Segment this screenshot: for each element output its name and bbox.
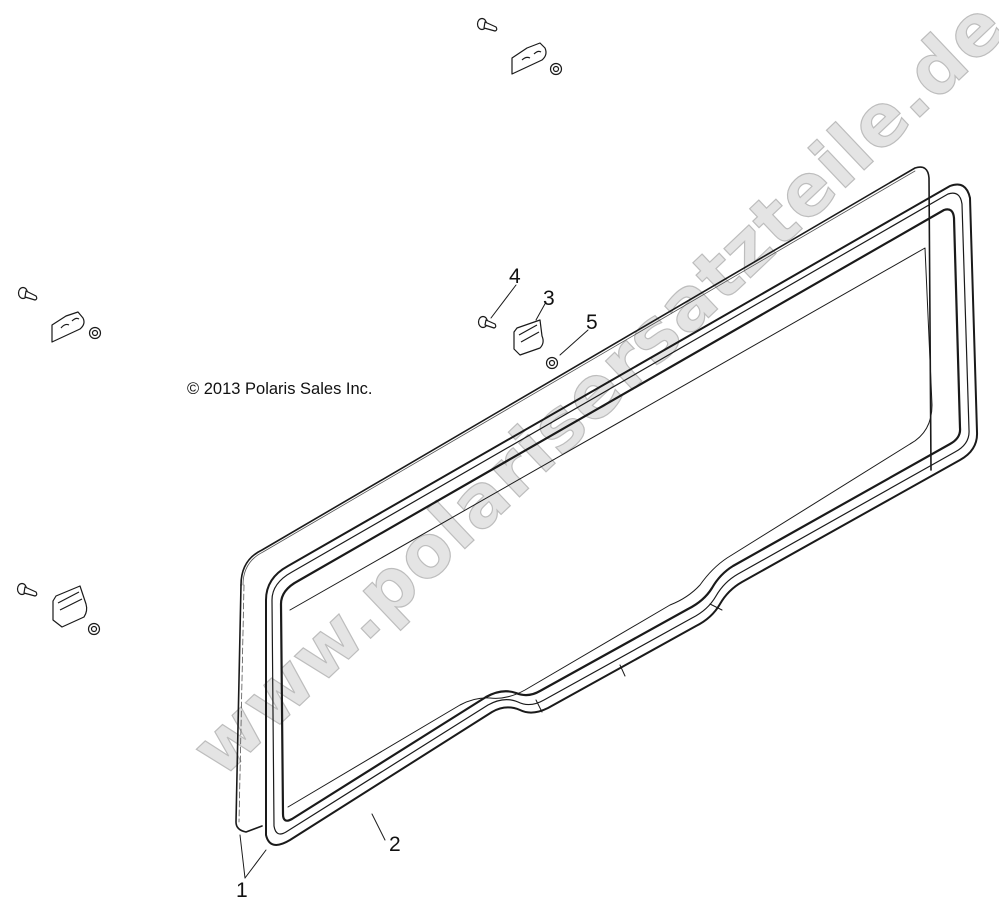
clip-bracket-icon — [511, 42, 547, 75]
screw-icon — [17, 286, 38, 301]
clip-bracket-icon — [51, 311, 85, 343]
screw-icon — [16, 582, 38, 597]
nut-icon — [87, 622, 101, 636]
hardware-set-left-lower — [16, 582, 101, 636]
clip-bracket-icon — [52, 585, 88, 628]
callout-2: 2 — [389, 833, 401, 856]
hardware-set-top — [476, 17, 563, 76]
panel-sheet — [235, 166, 933, 833]
nut-icon — [549, 62, 563, 76]
nut-icon — [88, 326, 102, 340]
leader-lines — [239, 284, 589, 879]
hardware-set-center — [477, 315, 559, 370]
callout-1: 1 — [236, 879, 248, 902]
callout-3: 3 — [543, 287, 555, 310]
copyright-notice: © 2013 Polaris Sales Inc. — [187, 380, 373, 398]
callout-5: 5 — [586, 311, 598, 334]
clip-bracket-icon — [513, 319, 544, 356]
screw-icon — [477, 315, 497, 329]
nut-icon — [545, 356, 559, 370]
seal-frame — [265, 183, 979, 846]
screw-icon — [476, 17, 498, 32]
callout-4: 4 — [509, 265, 521, 288]
hardware-set-left-upper — [17, 286, 102, 343]
